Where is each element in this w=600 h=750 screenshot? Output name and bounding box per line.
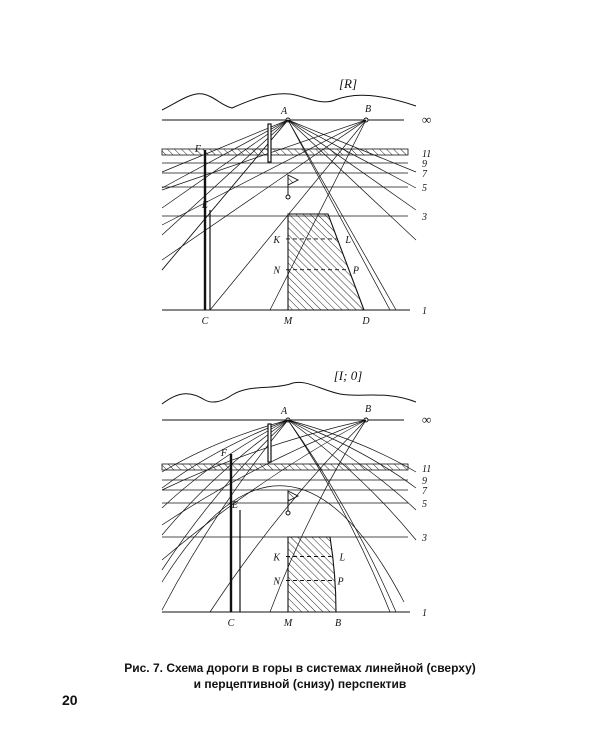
- ray-from-a-10: [287, 119, 397, 311]
- ray-from-b-4: [269, 419, 367, 613]
- ray-from-b-0: [161, 419, 367, 491]
- ray-from-a-6: [287, 119, 417, 173]
- level-label-3: 3: [421, 212, 427, 223]
- caption-line-1: Рис. 7. Схема дороги в горы в системах л…: [124, 661, 476, 675]
- point-label-m: M: [283, 618, 293, 629]
- ray-from-b-1: [161, 419, 367, 526]
- flag: [287, 490, 300, 502]
- level-label-7: 7: [422, 486, 428, 497]
- point-label-f: F: [194, 144, 202, 155]
- ray-from-a-11: [287, 419, 391, 613]
- ray-from-a-8: [287, 119, 417, 211]
- point-label-d: B: [335, 618, 341, 629]
- point-label-p: P: [352, 266, 359, 277]
- hatched-band-level-11: [161, 148, 409, 156]
- flag-base-marker: [285, 194, 291, 200]
- ray-from-a-8: [287, 419, 417, 511]
- point-label-m: M: [283, 316, 293, 327]
- point-label-l: L: [339, 553, 346, 564]
- outer-curve: [161, 485, 405, 603]
- page-number: 20: [62, 692, 78, 708]
- level-label-1: 1: [422, 306, 427, 317]
- level-label-infinity: ∞: [422, 412, 431, 427]
- level-label-9: 9: [422, 476, 427, 487]
- ray-from-b-2: [161, 419, 367, 561]
- mountain-silhouette: [161, 381, 417, 405]
- ray-from-a-6: [287, 419, 417, 473]
- ray-from-a-1: [161, 119, 289, 271]
- level-label-11: 11: [422, 149, 431, 160]
- flag: [287, 174, 300, 186]
- level-label-9: 9: [422, 159, 427, 170]
- level-label-infinity: ∞: [422, 112, 431, 127]
- flag-base-marker: [285, 510, 291, 516]
- mountain-silhouette: [161, 93, 417, 111]
- ray-from-a-5: [161, 419, 289, 473]
- ray-from-a-7: [287, 119, 417, 189]
- level-label-7: 7: [422, 169, 428, 180]
- road-area: [287, 536, 337, 613]
- point-label-e: E: [231, 500, 238, 511]
- point-label-n: N: [272, 577, 281, 588]
- point-label-e: E: [201, 200, 208, 211]
- point-label-l: L: [344, 235, 351, 246]
- ray-from-a-2: [161, 119, 289, 236]
- point-label-a: A: [280, 106, 288, 117]
- ray-from-a-5: [161, 119, 289, 173]
- ray-from-a-3: [161, 119, 289, 209]
- road-area: [287, 213, 365, 311]
- pole-near-a: [267, 423, 272, 463]
- ray-from-a-7: [287, 419, 417, 489]
- hatched-band-level-11: [161, 463, 409, 471]
- level-label-1: 1: [422, 608, 427, 619]
- level-label-11: 11: [422, 464, 431, 475]
- system-label: [R]: [339, 76, 357, 91]
- figure-caption: Рис. 7. Схема дороги в горы в системах л…: [100, 660, 500, 692]
- ray-from-a-10: [287, 419, 397, 613]
- ray-from-b-1: [161, 119, 367, 226]
- ray-from-a-4: [161, 119, 289, 189]
- level-label-3: 3: [421, 533, 427, 544]
- caption-line-2: и перцептивной (снизу) перспектив: [193, 677, 407, 691]
- point-label-k: K: [272, 553, 281, 564]
- ray-from-b-3: [209, 419, 367, 613]
- system-label: [I; 0]: [334, 368, 363, 383]
- ray-from-b-0: [161, 119, 367, 191]
- point-label-n: N: [272, 266, 281, 277]
- ray-from-a-9: [287, 119, 417, 241]
- point-label-p: P: [336, 577, 343, 588]
- point-label-c: C: [202, 316, 209, 327]
- ray-from-b-2: [161, 119, 367, 261]
- point-label-b: B: [365, 404, 371, 415]
- point-label-f: F: [220, 448, 228, 459]
- pole-near-a: [267, 123, 272, 163]
- point-label-c: C: [228, 618, 235, 629]
- level-label-5: 5: [422, 499, 427, 510]
- point-label-b: B: [365, 104, 371, 115]
- point-label-d: D: [361, 316, 370, 327]
- level-label-5: 5: [422, 183, 427, 194]
- point-label-a: A: [280, 406, 288, 417]
- point-label-k: K: [272, 235, 281, 246]
- ray-from-a-9: [287, 419, 417, 541]
